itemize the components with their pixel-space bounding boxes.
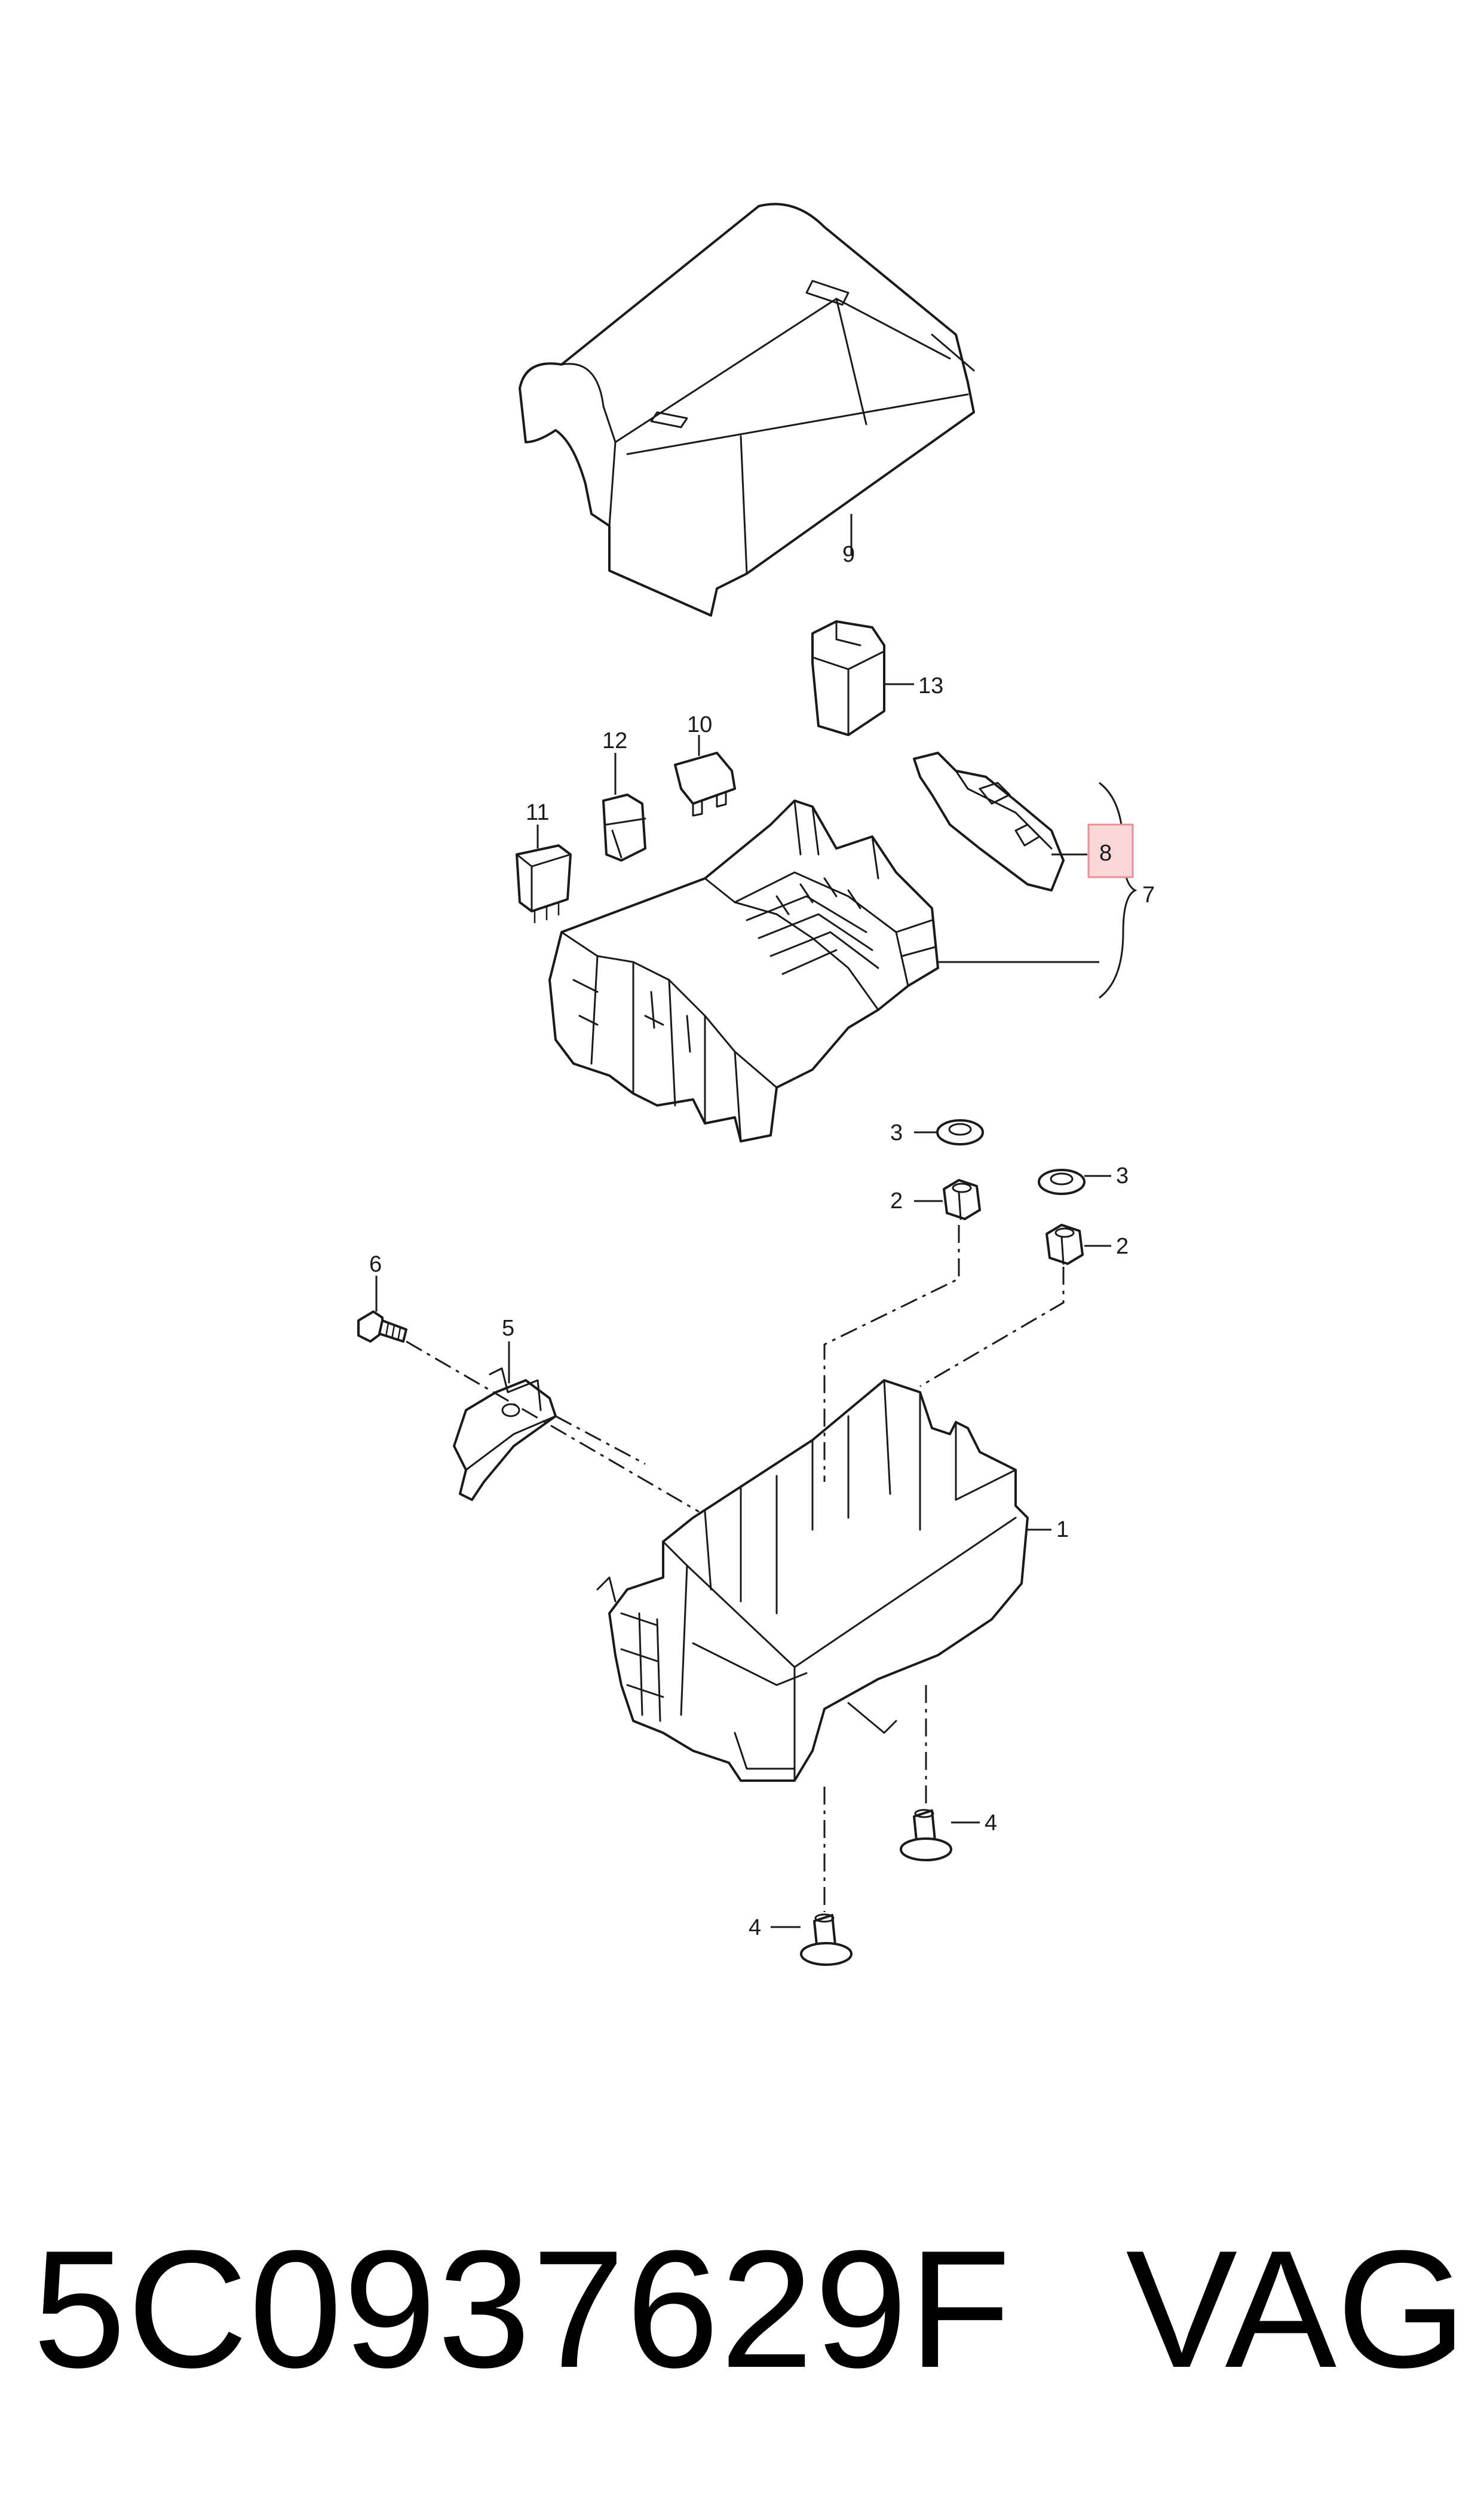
- part-4-bolt-right[interactable]: [900, 1809, 952, 1861]
- assembly-lines: [406, 1225, 1065, 1912]
- part-6-bolt[interactable]: [357, 1310, 407, 1343]
- brand-label: VAG: [1126, 2216, 1467, 2403]
- callout-13[interactable]: 13: [918, 673, 943, 699]
- callout-4-right[interactable]: 4: [985, 1811, 997, 1836]
- part-8-busbar[interactable]: [913, 752, 1065, 892]
- part-5-bracket[interactable]: [453, 1367, 557, 1501]
- callout-2-left[interactable]: 2: [890, 1188, 903, 1214]
- callout-7[interactable]: 7: [1142, 883, 1155, 908]
- part-7-fuse-carrier[interactable]: [548, 799, 939, 1142]
- part-3-washer-left[interactable]: [936, 1119, 984, 1145]
- part-1-lower-housing[interactable]: [596, 1379, 1029, 1782]
- callout-11[interactable]: 11: [526, 800, 549, 825]
- footer: 5C0937629F VAG: [33, 2223, 1467, 2396]
- callout-10[interactable]: 10: [687, 712, 712, 737]
- callout-9[interactable]: 9: [842, 542, 855, 567]
- callout-1[interactable]: 1: [1056, 1517, 1069, 1542]
- part-2-nut-right[interactable]: [1045, 1224, 1084, 1265]
- part-10-blade-fuse[interactable]: [674, 752, 736, 817]
- part-9-cover[interactable]: [519, 203, 975, 617]
- part-3-washer-right[interactable]: [1038, 1169, 1086, 1195]
- leader-lines: [375, 514, 1137, 1928]
- callout-3-left[interactable]: 3: [890, 1120, 903, 1145]
- part-number: 5C0937629F: [33, 2216, 1013, 2403]
- callout-2-right[interactable]: 2: [1116, 1234, 1129, 1259]
- callout-labels: 9 13 10 12 11 8 7 3 2 3 2 6 5 1 4 4: [369, 542, 1155, 1940]
- callout-8[interactable]: 8: [1099, 841, 1112, 866]
- part-13-maxi-fuse[interactable]: [811, 620, 885, 736]
- callout-4-left[interactable]: 4: [749, 1915, 761, 1940]
- part-2-nut-left[interactable]: [943, 1179, 981, 1220]
- part-4-bolt-left[interactable]: [800, 1913, 853, 1966]
- callout-5[interactable]: 5: [502, 1316, 514, 1341]
- part-12-relay[interactable]: [602, 794, 646, 862]
- callout-6[interactable]: 6: [369, 1252, 382, 1277]
- part-11-relay[interactable]: [516, 844, 572, 923]
- callout-12[interactable]: 12: [602, 728, 627, 753]
- callout-8-highlight: [1087, 823, 1134, 878]
- callout-3-right[interactable]: 3: [1116, 1163, 1129, 1188]
